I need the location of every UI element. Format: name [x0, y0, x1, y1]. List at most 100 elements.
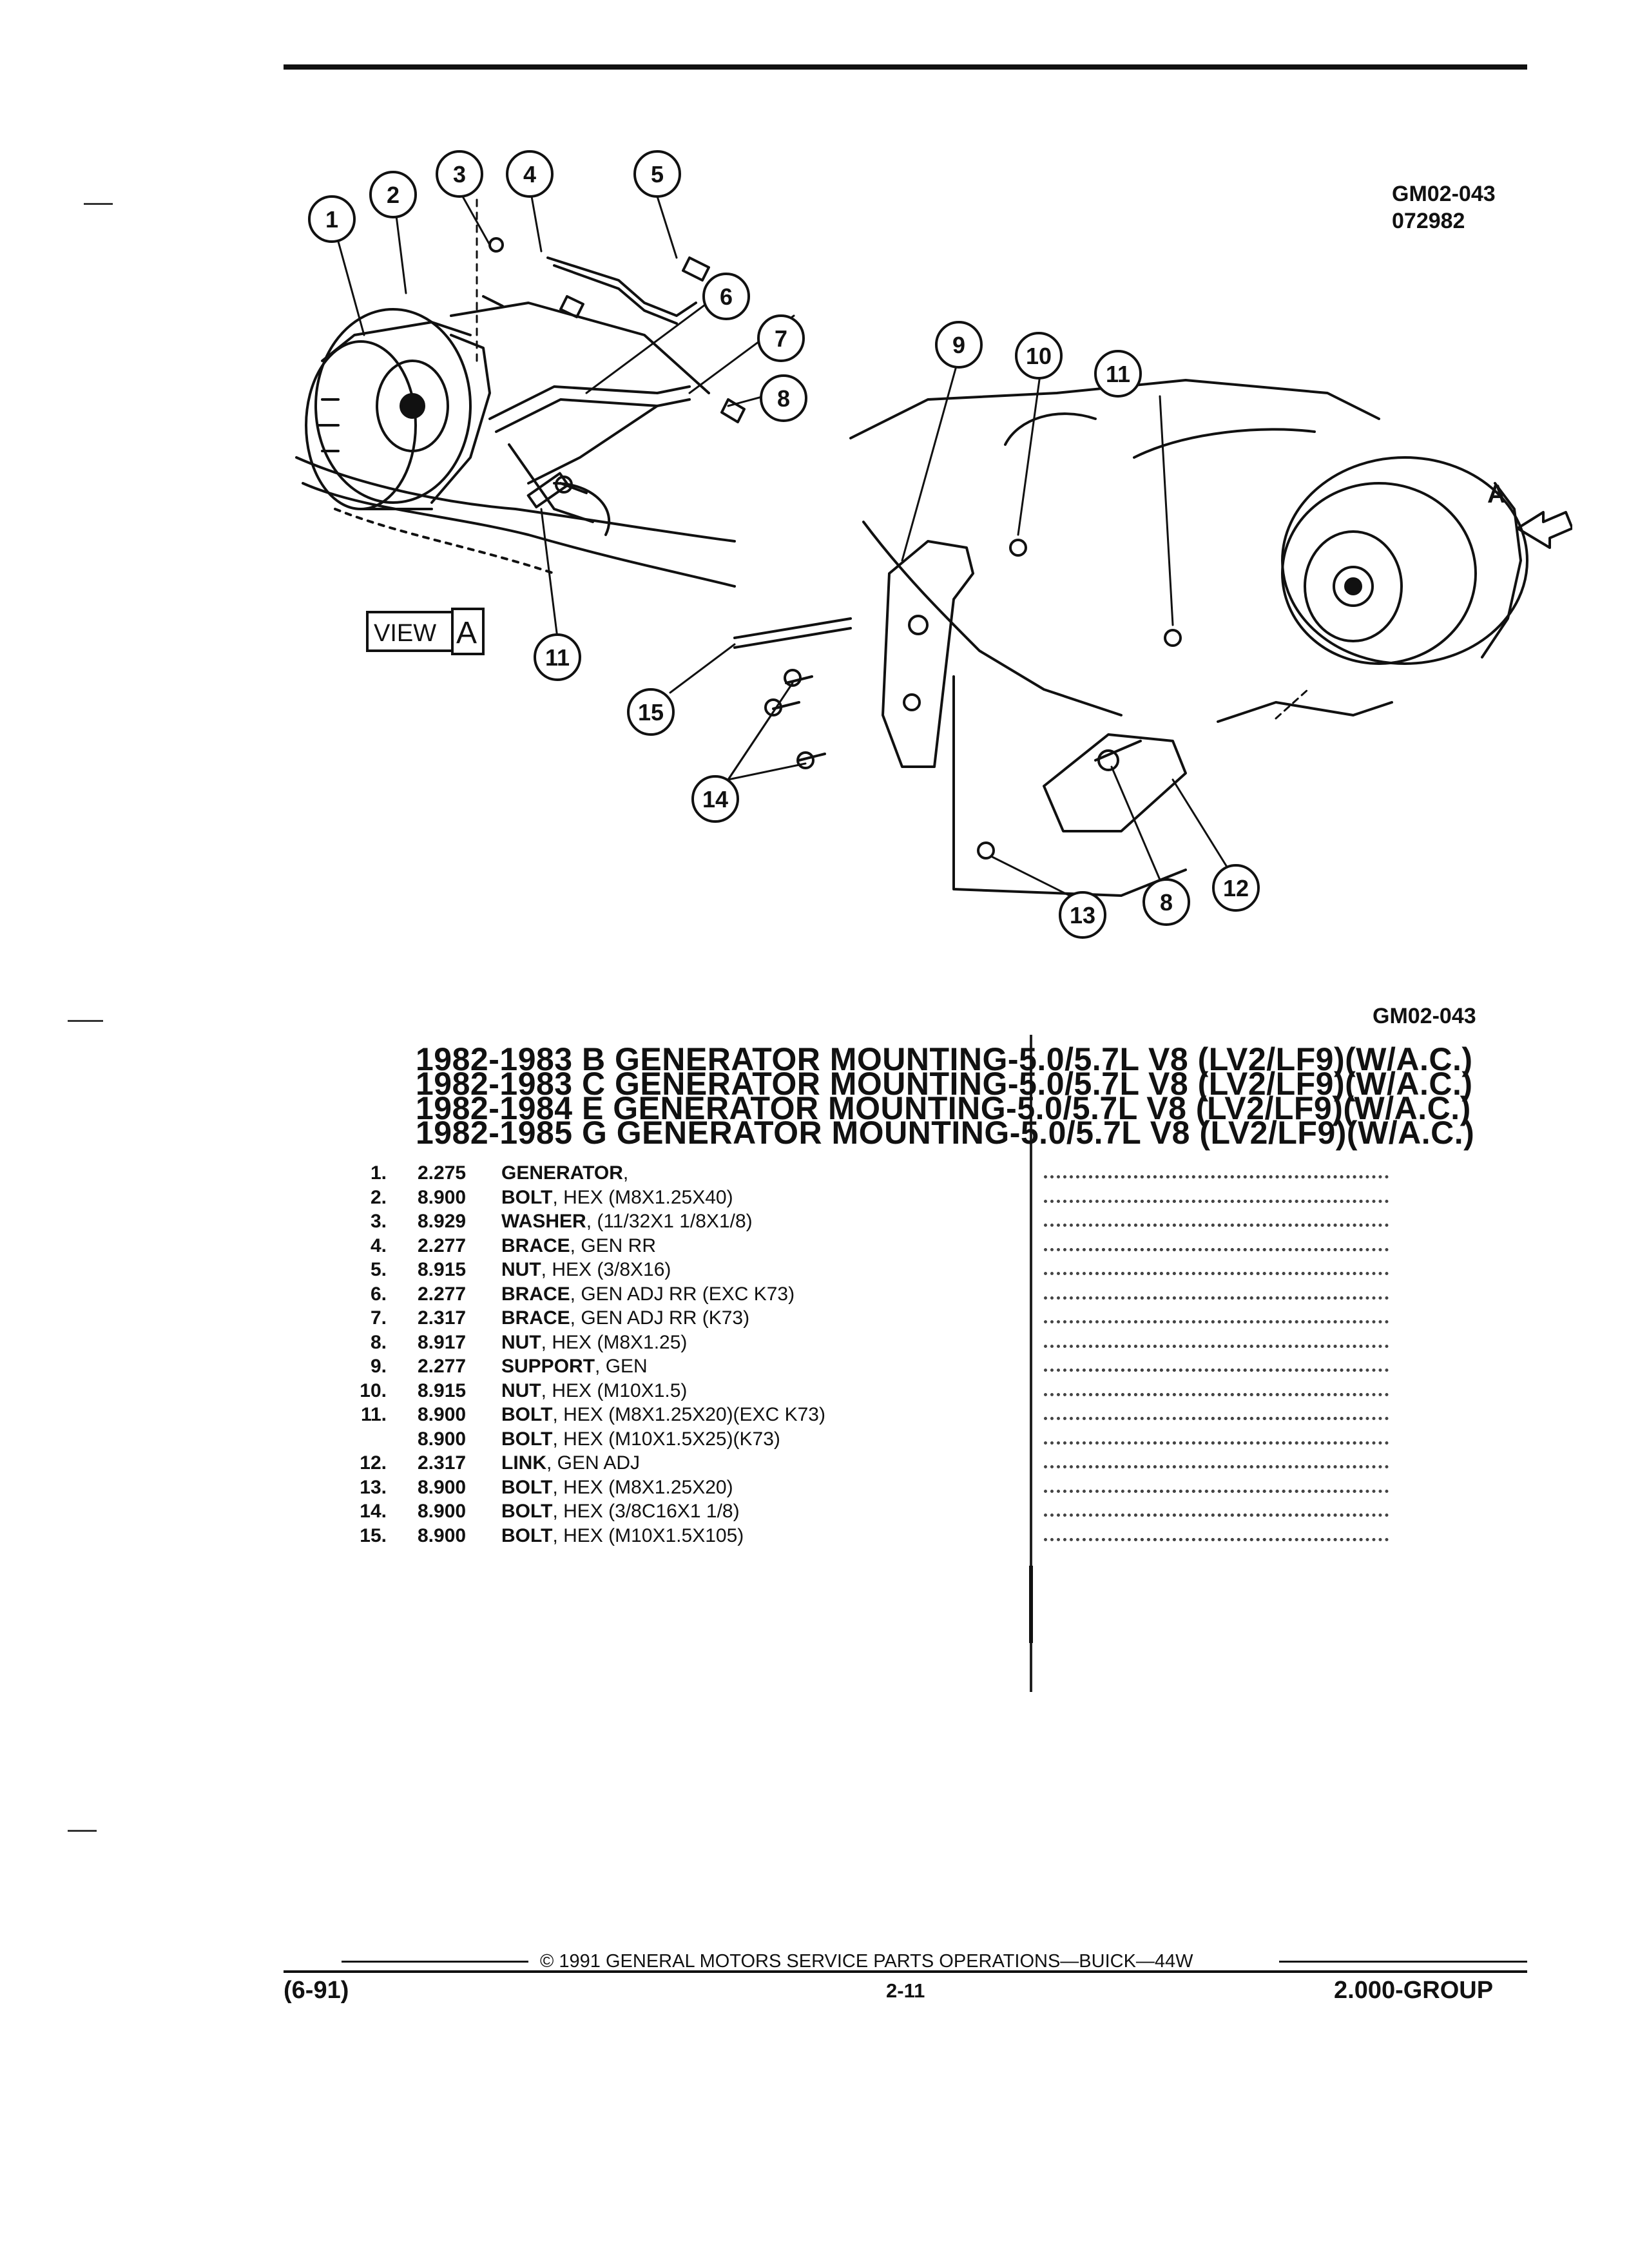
callout-8-right: 8	[1142, 878, 1190, 926]
top-rule	[284, 64, 1527, 70]
leader-dots	[1044, 1320, 1389, 1323]
callout-9: 9	[935, 321, 983, 369]
item-number: 9.	[370, 1356, 387, 1377]
callout-1: 1	[308, 195, 356, 243]
svg-text:12: 12	[1223, 875, 1249, 901]
callout-8-left: 8	[760, 374, 807, 422]
part-name: BOLT, HEX (M8X1.25X20)(EXC K73)	[501, 1404, 825, 1425]
figure-reference-top: GM02-043 072982	[1392, 180, 1496, 235]
group-label: 2.000-GROUP	[1334, 1977, 1494, 2004]
generator-mounting-diagram: 1 2 3 4 5 6 7 8 11 VIEW A A 9 10 11 15 1…	[295, 150, 1572, 939]
group-number: 8.900	[418, 1501, 467, 1522]
callout-10: 10	[1015, 332, 1063, 380]
footer-rule	[284, 1970, 1527, 1973]
callout-6: 6	[702, 273, 750, 320]
svg-text:8: 8	[777, 385, 790, 412]
margin-mark	[68, 1020, 103, 1022]
left-leaders	[337, 195, 795, 639]
leader-dots	[1044, 1175, 1389, 1178]
group-number: 2.275	[418, 1162, 467, 1184]
part-name: BOLT, HEX (3/8C16X1 1/8)	[501, 1501, 740, 1522]
margin-mark	[84, 203, 113, 205]
leader-dots	[1044, 1417, 1389, 1420]
view-letter-text: A	[456, 616, 477, 650]
group-number: 2.317	[418, 1452, 467, 1474]
right-callouts: 9 10 11 15 14 13 8 12	[627, 321, 1260, 939]
view-a-arrow-icon	[1516, 511, 1572, 549]
section-title: 1982-1983 C GENERATOR MOUNTING-5.0/5.7L …	[416, 1066, 1473, 1102]
group-number: 8.915	[418, 1259, 467, 1280]
footer-rule-right	[1279, 1961, 1527, 1963]
footer-copyright: © 1991 GENERAL MOTORS SERVICE PARTS OPER…	[540, 1951, 1193, 1972]
leader-dots	[1044, 1465, 1389, 1468]
leader-dots	[1044, 1199, 1389, 1203]
item-number: 7.	[370, 1307, 387, 1329]
figure-date-code: 072982	[1392, 209, 1465, 233]
part-name: LINK, GEN ADJ	[501, 1452, 641, 1474]
svg-text:11: 11	[545, 644, 570, 671]
left-braces	[488, 256, 697, 523]
column-separator	[1030, 1035, 1032, 1692]
callout-5: 5	[633, 150, 681, 198]
part-name: BRACE, GEN ADJ RR (K73)	[501, 1307, 750, 1329]
footer-date: (6-91)	[284, 1977, 349, 2004]
page-number: 2-11	[886, 1979, 925, 2002]
item-number: 11.	[360, 1404, 387, 1425]
callout-12: 12	[1212, 864, 1260, 912]
item-number: 15.	[360, 1524, 387, 1546]
part-name: BOLT, HEX (M10X1.5X25)(K73)	[501, 1428, 780, 1450]
footer-rule-left	[342, 1961, 528, 1963]
callout-11-left: 11	[534, 633, 581, 681]
part-name: BOLT, HEX (M10X1.5X105)	[501, 1524, 744, 1546]
leader-dots	[1044, 1537, 1389, 1541]
group-number: 8.900	[418, 1186, 467, 1208]
callout-11-right: 11	[1094, 350, 1142, 398]
leader-dots	[1044, 1489, 1389, 1493]
item-number: 1.	[370, 1162, 387, 1184]
right-support-bracket	[882, 540, 1187, 832]
left-fasteners	[482, 237, 746, 494]
item-number: 8.	[370, 1331, 387, 1353]
item-number: 4.	[370, 1235, 387, 1256]
group-number: 8.917	[418, 1331, 467, 1353]
item-number: 14.	[360, 1501, 387, 1522]
group-number: 2.317	[418, 1307, 467, 1329]
svg-text:1: 1	[325, 206, 338, 233]
group-number: 8.915	[418, 1379, 467, 1401]
svg-text:3: 3	[453, 161, 466, 187]
callout-13: 13	[1059, 891, 1106, 939]
left-engine-outline	[295, 302, 736, 588]
callout-3: 3	[436, 150, 483, 198]
part-name: NUT, HEX (3/8X16)	[501, 1259, 671, 1280]
svg-text:4: 4	[523, 161, 536, 187]
svg-text:5: 5	[651, 161, 664, 187]
part-name: WASHER, (11/32X1 1/8X1/8)	[501, 1211, 753, 1232]
part-name: BRACE, GEN ADJ RR (EXC K73)	[501, 1283, 795, 1305]
leader-dots	[1044, 1344, 1389, 1348]
item-number: 3.	[370, 1211, 387, 1232]
leader-dots	[1044, 1392, 1389, 1396]
item-number: 6.	[370, 1283, 387, 1305]
item-number: 13.	[360, 1476, 387, 1498]
group-number: 2.277	[418, 1283, 467, 1305]
part-name: BOLT, HEX (M8X1.25X20)	[501, 1476, 733, 1498]
svg-text:11: 11	[1106, 361, 1130, 387]
leader-dots	[1044, 1369, 1389, 1372]
right-fasteners	[733, 539, 1182, 860]
right-leaders	[669, 363, 1309, 897]
callout-4: 4	[506, 150, 554, 198]
section-title: 1982-1983 B GENERATOR MOUNTING-5.0/5.7L …	[416, 1041, 1473, 1077]
leader-dots	[1044, 1224, 1389, 1227]
svg-text:13: 13	[1070, 902, 1095, 928]
group-number: 8.900	[418, 1404, 467, 1425]
group-number: 8.929	[418, 1211, 467, 1232]
leader-dots	[1044, 1296, 1389, 1300]
svg-text:7: 7	[775, 325, 787, 352]
part-name: BRACE, GEN RR	[501, 1235, 657, 1256]
leader-dots	[1044, 1272, 1389, 1275]
item-number: 2.	[370, 1186, 387, 1208]
group-number: 2.277	[418, 1235, 467, 1256]
leader-dots	[1044, 1514, 1389, 1517]
svg-text:8: 8	[1160, 889, 1173, 916]
svg-text:6: 6	[720, 284, 733, 310]
